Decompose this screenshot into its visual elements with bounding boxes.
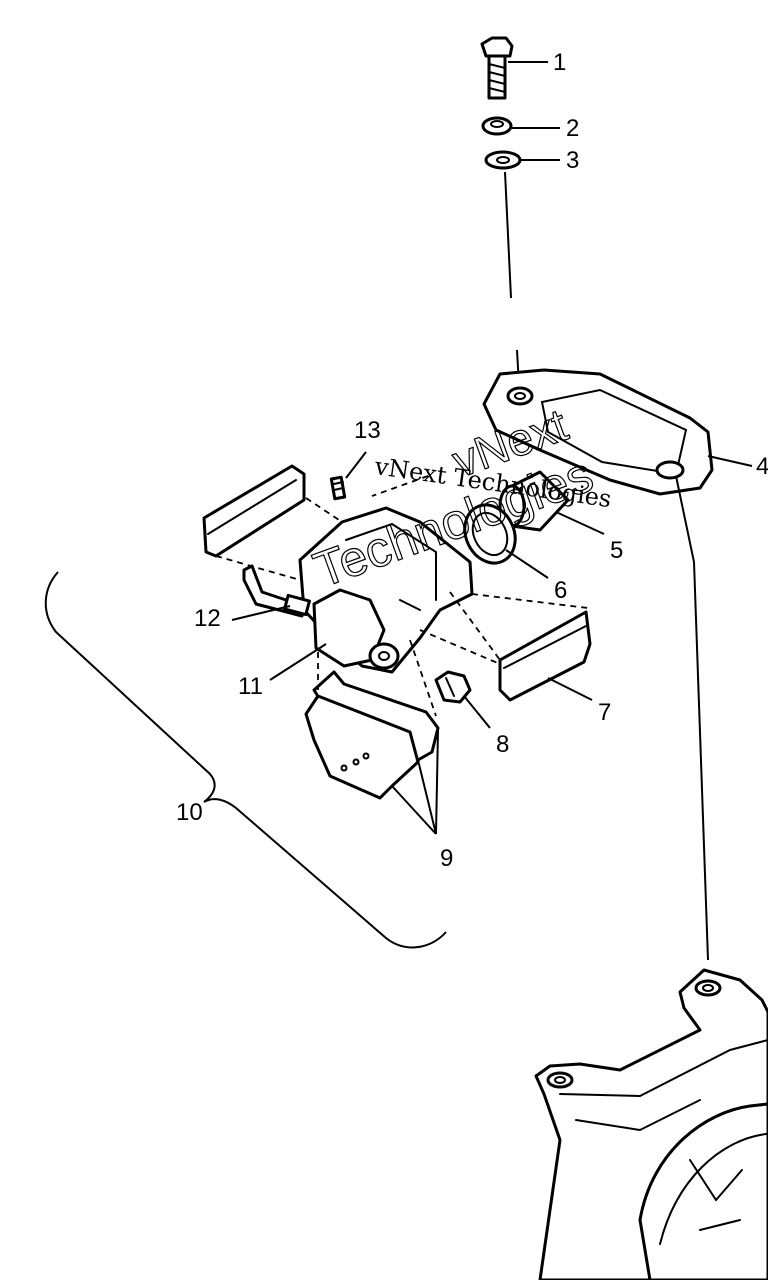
callout-1: 1 bbox=[553, 49, 566, 76]
callout-7: 7 bbox=[598, 699, 611, 726]
callout-4: 4 bbox=[756, 453, 768, 480]
part-12-brake-line bbox=[242, 564, 311, 618]
shim-plate-upper bbox=[202, 464, 306, 558]
callout-8: 8 bbox=[496, 731, 509, 758]
part-4-mounting-bracket bbox=[482, 368, 714, 496]
part-11-caliper-body bbox=[298, 506, 474, 674]
part-7-shim-plate bbox=[498, 610, 592, 702]
assembly-bracket-10 bbox=[44, 571, 447, 949]
alignment-dashed-lines bbox=[215, 475, 589, 717]
part-8-nut bbox=[434, 670, 472, 704]
part-13-bleed-screw bbox=[329, 475, 347, 501]
callout-13: 13 bbox=[354, 417, 381, 444]
part-9-brake-pads bbox=[304, 670, 440, 800]
callout-10: 10 bbox=[176, 799, 203, 826]
frame-alignment-line bbox=[675, 475, 709, 961]
callouts: 1 2 3 4 5 6 7 8 9 10 11 12 13 bbox=[176, 49, 768, 872]
callout-12: 12 bbox=[194, 605, 221, 632]
callout-9: 9 bbox=[440, 845, 453, 872]
callout-2: 2 bbox=[566, 115, 579, 142]
lower-frame bbox=[534, 968, 768, 1280]
assembly-axis-line bbox=[504, 171, 520, 387]
part-6-seal-ring bbox=[463, 503, 517, 565]
part-3-flat-washer bbox=[484, 150, 522, 170]
leader-lines bbox=[231, 61, 753, 835]
part-1-bolt bbox=[480, 36, 514, 100]
callout-6: 6 bbox=[554, 577, 567, 604]
callout-5: 5 bbox=[610, 537, 623, 564]
callout-3: 3 bbox=[566, 147, 579, 174]
part-2-lock-washer bbox=[481, 116, 513, 136]
callout-11: 11 bbox=[238, 673, 263, 700]
